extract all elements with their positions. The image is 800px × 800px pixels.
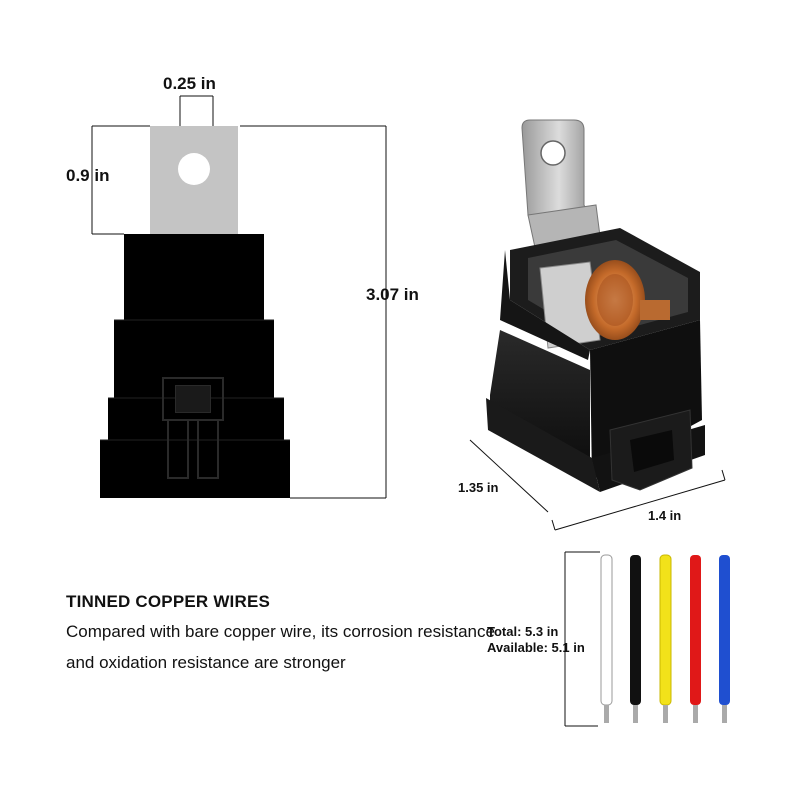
feature-description: Compared with bare copper wire, its corr… [66, 622, 495, 672]
tab-height-label: 0.9 in [66, 166, 110, 185]
width-label: 1.4 in [648, 508, 682, 523]
wire-available-length: Available: 5.1 in [487, 640, 585, 655]
total-height-label: 3.07 in [366, 285, 419, 304]
tab-width-label: 0.25 in [163, 74, 216, 93]
feature-title: TINNED COPPER WIRES [66, 592, 271, 611]
wire-total-length: Total: 5.3 in [487, 624, 559, 639]
depth-label: 1.35 in [458, 480, 499, 495]
